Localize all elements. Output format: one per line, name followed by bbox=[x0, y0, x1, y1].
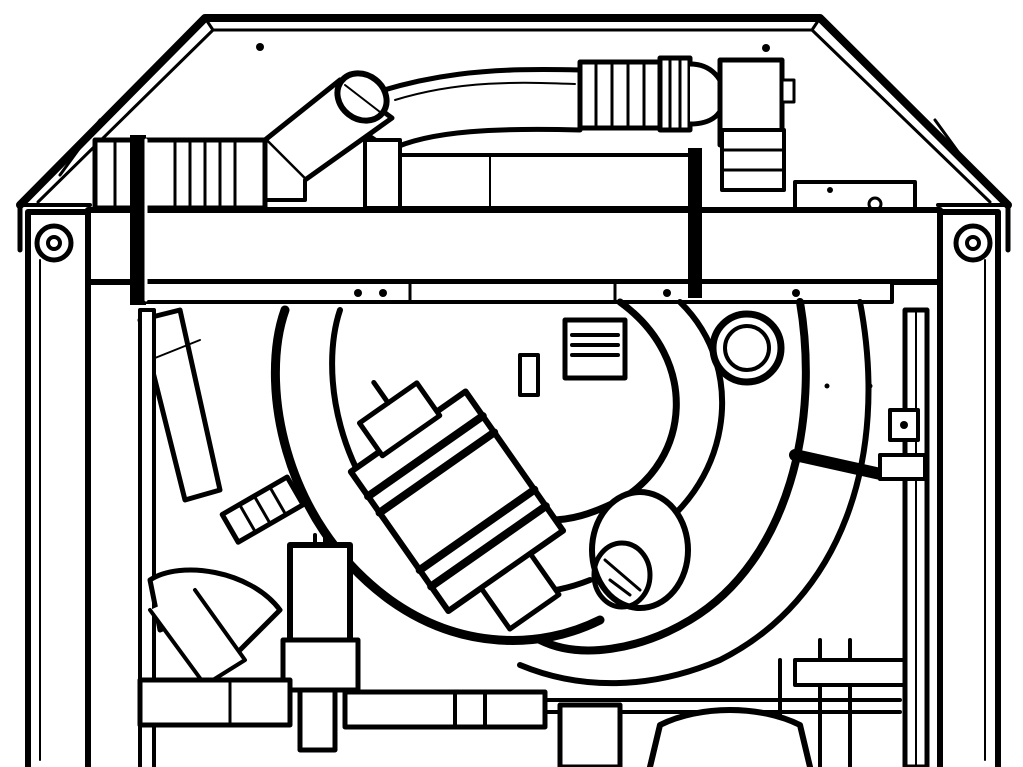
left-vertical-pipe bbox=[138, 308, 156, 767]
bottom-left-hose-elbow bbox=[147, 567, 283, 687]
cross-member-beam bbox=[85, 207, 943, 304]
bottom-center-pump-base bbox=[557, 702, 813, 767]
center-elbow-fitting bbox=[518, 317, 628, 397]
strainer-housing bbox=[589, 489, 691, 611]
bottom-manifold-pipe bbox=[137, 638, 907, 767]
left-strap-clamp bbox=[130, 135, 148, 305]
left-mounting-bolt bbox=[34, 223, 74, 263]
right-vertical-pipe bbox=[902, 307, 930, 767]
right-mounting-bolt bbox=[953, 223, 993, 263]
solenoid-valve bbox=[280, 533, 361, 753]
roof-rivet bbox=[256, 43, 770, 52]
hose-band-clamp bbox=[789, 449, 891, 481]
left-hose-fitting bbox=[92, 137, 702, 211]
left-frame-post bbox=[25, 209, 91, 767]
sensor-connector bbox=[219, 474, 306, 545]
diagonal-left-hose bbox=[137, 307, 223, 503]
top-hose-coupling bbox=[577, 55, 727, 133]
filler-cap-tube bbox=[262, 70, 395, 202]
housing-roof bbox=[16, 14, 1012, 253]
right-strap-clamp bbox=[688, 148, 702, 298]
pump-housing-top-right bbox=[717, 57, 796, 192]
valve-assembly bbox=[347, 379, 567, 632]
oil-filter-cap bbox=[709, 310, 785, 386]
small-rivet bbox=[757, 383, 873, 638]
beam-rivet bbox=[354, 289, 800, 297]
right-pipe-tee bbox=[878, 408, 927, 481]
right-frame-post bbox=[937, 209, 1001, 767]
